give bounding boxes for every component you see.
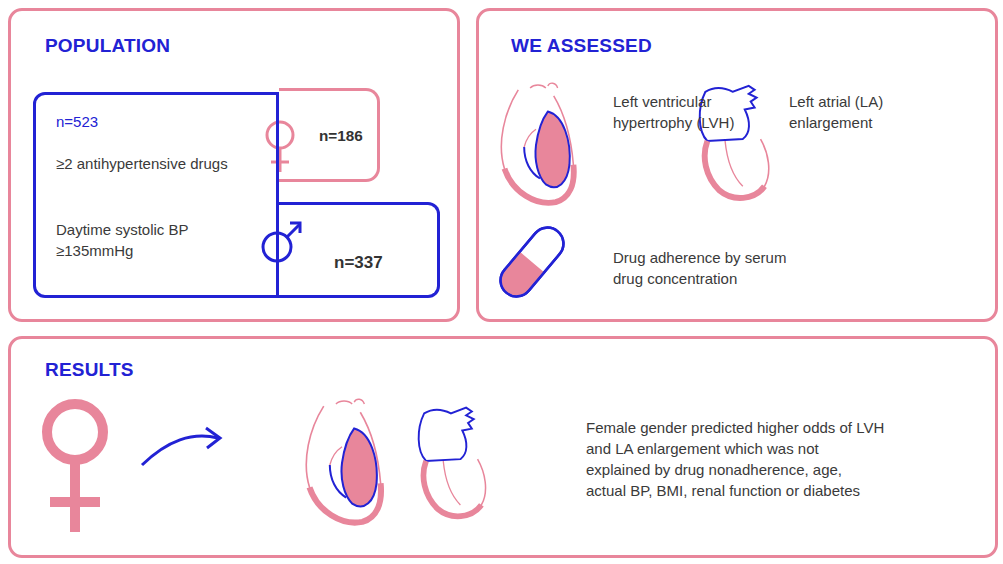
female-count: n=186 (319, 125, 377, 146)
male-symbol (263, 223, 300, 261)
result-arrow (142, 428, 220, 465)
cohort-box: n=523 ≥2 antihypertensive drugsDaytime sy… (33, 92, 279, 298)
female-symbol-large (47, 404, 103, 532)
male-count-box: n=337 (279, 202, 440, 298)
lvh-heart-result (306, 399, 381, 522)
panel-heading: POPULATION (45, 33, 170, 60)
pill-icon (494, 221, 570, 303)
la-label: Left atrial (LA) enlargement (789, 91, 909, 133)
lvh-heart (501, 83, 573, 203)
female-symbol (267, 122, 293, 172)
assessed-panel: WE ASSESSED Left ventricular hypertrophy … (476, 8, 998, 322)
panel-heading: WE ASSESSED (511, 33, 652, 60)
cohort-count: n=523 (56, 111, 256, 132)
female-count-box: n=186 (279, 88, 380, 182)
inclusion-criterion: Daytime systolic BP ≥135mmHg (56, 219, 246, 261)
inclusion-criterion: ≥2 antihypertensive drugs (56, 153, 246, 174)
la-heart-result (419, 408, 486, 517)
adherence-label: Drug adherence by serum drug concentrati… (613, 247, 799, 289)
result-statement: Female gender predicted higher odds of L… (586, 417, 886, 501)
male-count: n=337 (334, 251, 424, 275)
population-panel: POPULATION n=523 ≥2 antihypertensive drugs… (8, 8, 460, 322)
panel-heading: RESULTS (45, 357, 134, 384)
lvh-label: Left ventricular hypertrophy (LVH) (613, 91, 743, 133)
results-panel: RESULTS Female gender predicted higher od… (8, 336, 998, 558)
